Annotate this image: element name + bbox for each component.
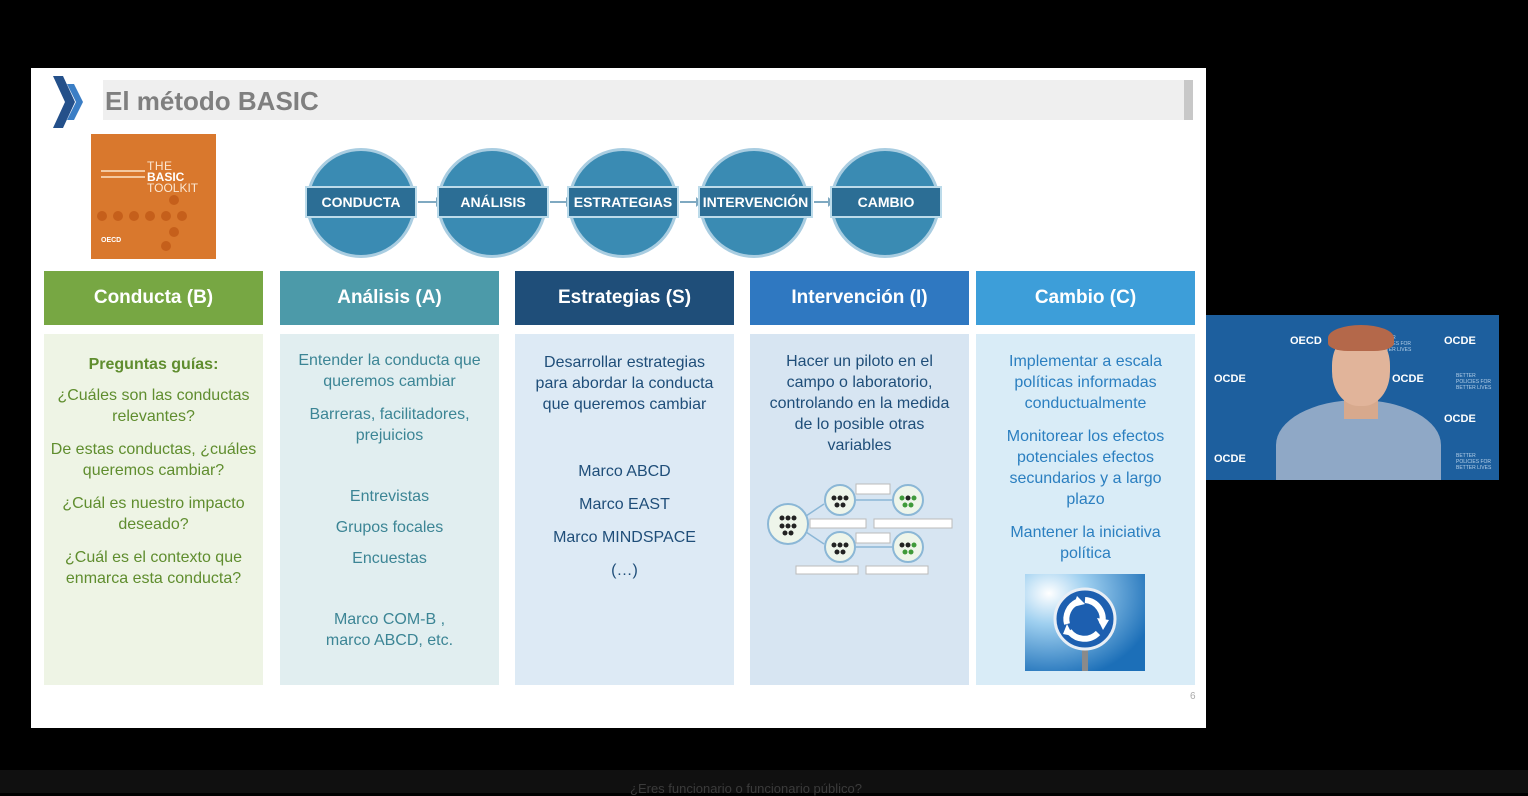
- flow-arrow: [680, 197, 702, 207]
- oecd-wall-logo: OECD: [1290, 335, 1322, 347]
- column-header: Estrategias (S): [515, 271, 734, 325]
- column-body: Implementar a escala políticas informada…: [976, 334, 1195, 685]
- subtitle-text: ¿Eres funcionario o funcionario público?: [630, 781, 862, 796]
- wall-tagline: BETTER POLICIES FOR BETTER LIVES: [1456, 373, 1492, 391]
- column-body: Hacer un piloto en el campo o laboratori…: [750, 334, 969, 685]
- column-intervencion: Intervención (I) Hacer un piloto en el c…: [750, 271, 969, 685]
- column-analisis: Análisis (A) Entender la conducta que qu…: [280, 271, 499, 685]
- presentation-slide: El método BASIC THE BASIC TOOLKIT OECD C…: [31, 68, 1206, 728]
- title-bar: [103, 80, 1193, 120]
- flow-step-intervencion: INTERVENCIÓN: [698, 186, 813, 218]
- flow-step-estrategias: ESTRATEGIAS: [567, 186, 679, 218]
- ocde-wall-logo: OCDE: [1392, 373, 1424, 385]
- column-body: Desarrollar estrategias para abordar la …: [515, 334, 734, 685]
- oecd-chevron-logo: [53, 76, 83, 128]
- flow-step-conducta: CONDUCTA: [305, 186, 417, 218]
- column-conducta: Conducta (B) Preguntas guías: ¿Cuáles so…: [44, 271, 263, 685]
- ocde-wall-logo: OCDE: [1444, 413, 1476, 425]
- column-cambio: Cambio (C) Implementar a escala política…: [976, 271, 1195, 685]
- column-header: Intervención (I): [750, 271, 969, 325]
- subtitle-bar: [0, 770, 1528, 793]
- flow-step-analisis: ANÁLISIS: [437, 186, 549, 218]
- flow-step-cambio: CAMBIO: [830, 186, 942, 218]
- ocde-wall-logo: OCDE: [1214, 373, 1246, 385]
- rct-diagram: [767, 483, 953, 575]
- column-header: Conducta (B): [44, 271, 263, 325]
- basic-flow: CONDUCTA ANÁLISIS ESTRATEGIAS INTERVENCI…: [301, 146, 951, 261]
- ocde-wall-logo: OCDE: [1444, 335, 1476, 347]
- wall-tagline: BETTER POLICIES FOR BETTER LIVES: [1456, 453, 1492, 471]
- page-number: 6: [1190, 691, 1196, 702]
- column-estrategias: Estrategias (S) Desarrollar estrategias …: [515, 271, 734, 685]
- column-header: Análisis (A): [280, 271, 499, 325]
- speaker-video[interactable]: OECD OCDE OCDE OCDE OCDE OCDE BETTER POL…: [1206, 315, 1499, 480]
- ocde-wall-logo: OCDE: [1214, 453, 1246, 465]
- basic-toolkit-cover: THE BASIC TOOLKIT OECD: [91, 134, 216, 259]
- column-header: Cambio (C): [976, 271, 1195, 325]
- roundabout-sign-image: [1025, 574, 1145, 671]
- column-body: Entender la conducta que queremos cambia…: [280, 334, 499, 685]
- column-body: Preguntas guías: ¿Cuáles son las conduct…: [44, 334, 263, 685]
- slide-title: El método BASIC: [105, 86, 319, 116]
